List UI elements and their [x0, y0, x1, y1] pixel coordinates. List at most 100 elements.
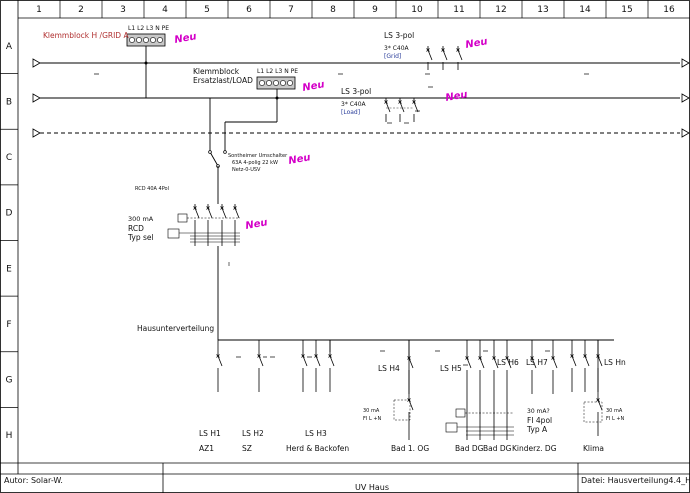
column-label: 14	[579, 5, 591, 15]
column-label: 2	[78, 5, 84, 15]
breaker-pole	[328, 350, 335, 392]
ls-h4-label: LS H4	[378, 364, 400, 373]
neu-mark-rcd: Neu	[245, 217, 269, 232]
column-label: 12	[495, 5, 506, 15]
breaker-pole	[384, 98, 391, 122]
busbars	[32, 58, 690, 138]
umschalter-label-3: Netz-0-USV	[232, 167, 261, 173]
ls-h3-label: LS H3	[305, 429, 327, 438]
column-label: 11	[453, 5, 464, 15]
fi-h4-label: 30 mA	[363, 408, 380, 414]
ls-grid-tag: [Grid]	[384, 53, 401, 60]
arrow-in-usv	[32, 128, 41, 138]
ls-3pol-load[interactable]	[384, 98, 419, 122]
arrow-in-load	[32, 93, 41, 103]
fi-h4-label-b: FI L +N	[363, 416, 382, 422]
kinderz-label: Kinderz. DG	[512, 444, 557, 453]
ls-hn-label: LS Hn	[604, 358, 626, 367]
klemmblock-load-pins: L1 L2 L3 N PE	[257, 68, 298, 75]
ls-load-title: LS 3-pol	[341, 87, 371, 96]
branch-breakers	[216, 340, 603, 440]
column-label: 8	[330, 5, 336, 15]
ls-h6-label: LS H6	[497, 358, 519, 367]
breaker-pole	[193, 204, 200, 246]
az1-label: AZ1	[199, 444, 214, 453]
breaker-pole	[426, 46, 433, 70]
title-block-file: Datei: Hausverteilung4.4_HV	[581, 476, 690, 485]
fi-hn[interactable]	[583, 401, 603, 423]
neu-mark-umschalter: Neu	[288, 152, 312, 167]
ls-load-rating: 3* C40A	[341, 101, 367, 108]
neu-mark-grid: Neu	[174, 31, 198, 46]
terminal-pin	[157, 37, 163, 43]
terminal-pin	[280, 80, 286, 86]
breaker-pole	[530, 352, 537, 394]
breaker-pole	[505, 352, 512, 394]
breaker-pole	[492, 352, 499, 394]
row-label: D	[6, 209, 13, 219]
row-label: E	[6, 264, 12, 274]
dash-marks	[94, 73, 589, 366]
breaker-pole	[233, 204, 240, 246]
arrow-out-grid	[681, 58, 690, 68]
column-label: 10	[411, 5, 423, 15]
breaker-pole	[301, 350, 308, 392]
column-label: 3	[120, 5, 126, 15]
ls-grid-rating: 3* C40A	[384, 45, 410, 52]
row-label: A	[6, 42, 13, 52]
klemmblock-load[interactable]	[256, 76, 296, 90]
breaker-pole	[596, 394, 603, 436]
terminal-pin	[259, 80, 265, 86]
hausunterverteilung-label: Hausunterverteilung	[137, 324, 214, 333]
column-label: 5	[204, 5, 210, 15]
ls-h5-label: LS H5	[440, 364, 462, 373]
herd-label: Herd & Backofen	[286, 444, 349, 453]
fi-4pol-label-3: Typ A	[526, 425, 548, 434]
breaker-pole	[570, 350, 577, 392]
breaker-pole	[441, 46, 448, 70]
ls-3pol-grid[interactable]	[426, 46, 463, 70]
fi-4pol-typ-a[interactable]	[445, 408, 514, 436]
umschalter-switch[interactable]	[208, 150, 227, 204]
rcd-label-2: RCD	[128, 224, 144, 233]
column-label: 6	[246, 5, 252, 15]
sz-label: SZ	[242, 444, 252, 453]
terminal-pin	[129, 37, 135, 43]
breaker-pole	[456, 46, 463, 70]
klemmblock-grid[interactable]	[126, 33, 166, 47]
breaker-pole	[257, 350, 264, 392]
ls-h7-label: LS H7	[526, 358, 548, 367]
row-label: C	[6, 153, 12, 163]
klemmblock-grid-pins: L1 L2 L3 N PE	[128, 25, 169, 32]
breaker-pole	[398, 98, 405, 122]
breaker-pole	[206, 204, 213, 246]
breaker-pole	[551, 352, 558, 394]
breaker-pole	[596, 350, 603, 392]
title-block-project: UV Haus	[355, 483, 389, 492]
column-label: 9	[372, 5, 378, 15]
terminal-pin	[273, 80, 279, 86]
row-label: F	[6, 320, 11, 330]
rcd-head: RCD 40A 4Pol	[135, 186, 169, 192]
column-label: 7	[288, 5, 294, 15]
fi-h4[interactable]	[393, 399, 411, 421]
rcd-label-1: 300 mA	[128, 215, 154, 223]
arrow-in-grid	[32, 58, 41, 68]
breaker-pole	[314, 350, 321, 392]
rcd-300ma[interactable]	[167, 204, 240, 246]
column-label: 1	[36, 5, 42, 15]
arrow-out-usv	[681, 128, 690, 138]
klemmblock-grid-label: Klemmblock H /GRID A	[43, 31, 129, 40]
umschalter-label-2: 63A 4-polig 22 kW	[232, 160, 278, 166]
breaker-pole	[412, 98, 419, 122]
klemmblock-load-label-1: Klemmblock	[193, 67, 240, 76]
breaker-pole	[216, 350, 223, 392]
terminal-pin	[136, 37, 142, 43]
column-label: 4	[162, 5, 168, 15]
terminal-pin	[150, 37, 156, 43]
row-label: B	[6, 97, 12, 107]
terminal-pin	[266, 80, 272, 86]
breaker-pole	[583, 350, 590, 392]
